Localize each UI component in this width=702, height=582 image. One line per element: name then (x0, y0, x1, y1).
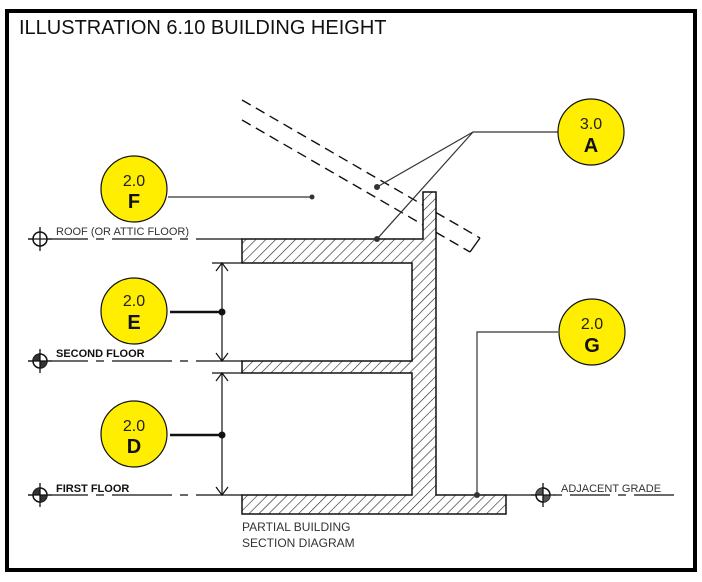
callout-a: 3.0 A (557, 98, 625, 166)
callout-f-letter: F (128, 191, 140, 213)
leader-f-point (309, 194, 315, 200)
callout-d: 2.0 D (100, 400, 168, 468)
callout-f: 2.0 F (100, 155, 168, 223)
callout-a-letter: A (584, 135, 598, 157)
leader-e-point (218, 308, 226, 316)
dimension-line-e (212, 262, 242, 362)
callout-g-value: 2.0 (581, 316, 603, 333)
pitched-roof-outline (241, 99, 481, 253)
level-label-roof: ROOF (OR ATTIC FLOOR) (56, 226, 189, 238)
leader-g-point (474, 492, 480, 498)
roof-slab (241, 191, 507, 515)
datum-symbol-second-floor (28, 349, 52, 373)
level-label-adjacent-grade: ADJACENT GRADE (561, 483, 661, 495)
building-structure (241, 191, 507, 515)
illustration-title: ILLUSTRATION 6.10 BUILDING HEIGHT (19, 17, 387, 39)
callout-f-value: 2.0 (123, 173, 145, 190)
callout-e-value: 2.0 (123, 293, 145, 310)
callout-g: 2.0 G (558, 298, 626, 366)
caption-line-1: PARTIAL BUILDING (242, 520, 350, 534)
leader-g (476, 331, 558, 495)
callout-e: 2.0 E (100, 277, 168, 345)
callout-d-letter: D (127, 436, 141, 458)
leader-a (376, 131, 558, 240)
level-label-second-floor: SECOND FLOOR (56, 348, 145, 360)
level-label-first-floor: FIRST FLOOR (56, 483, 129, 495)
leader-a-point-1 (374, 184, 380, 190)
callout-g-letter: G (584, 335, 600, 357)
callout-d-value: 2.0 (123, 418, 145, 435)
caption-line-2: SECTION DIAGRAM (242, 536, 355, 550)
leader-a-point-2 (374, 236, 380, 242)
callout-a-value: 3.0 (580, 116, 602, 133)
callout-e-letter: E (127, 312, 140, 334)
datum-symbol-roof (28, 227, 52, 251)
datum-symbol-grade (531, 483, 555, 507)
datum-symbol-first-floor (28, 483, 52, 507)
leader-d-point (218, 431, 226, 439)
